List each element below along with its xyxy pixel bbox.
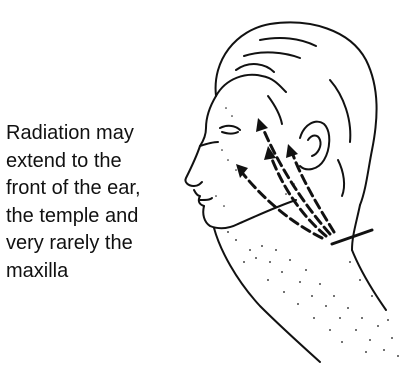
caption-line: the temple and [6,203,196,231]
hairline [216,75,286,96]
hair-outline [216,23,377,206]
arrowhead-ear [286,144,298,158]
chin [203,206,238,228]
caption-line: very rarely the [6,230,196,258]
neck-back [352,205,360,250]
radiation-arrow-ear [292,152,334,232]
arrowhead-temple [256,118,268,132]
ear [300,122,329,170]
caption-line: extend to the [6,148,196,176]
radiation-caption: Radiation may extend to the front of the… [6,120,196,285]
eye [220,126,240,130]
caption-line: maxilla [6,258,196,286]
caption-line: Radiation may [6,120,196,148]
neck-front [214,228,320,362]
caption-line: front of the ear, [6,175,196,203]
forehead [200,96,216,146]
jaw [238,200,296,224]
